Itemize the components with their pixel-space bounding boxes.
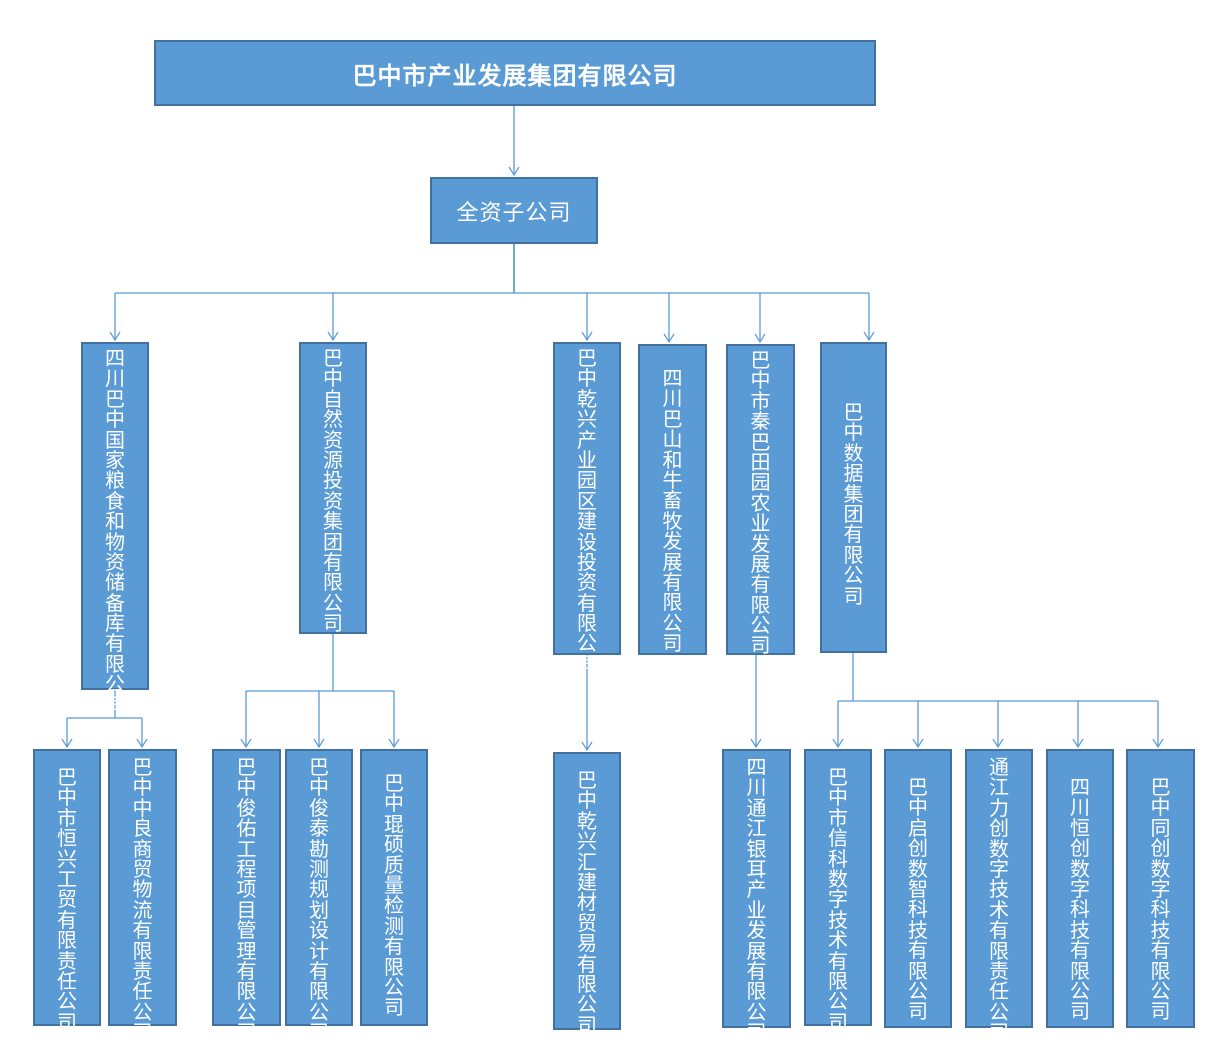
subsidiary-node: 四川巴中国家粮食和物资储备库有限公司 <box>81 342 149 715</box>
grandchild-node: 巴中琨硕质量检测有限公司 <box>360 749 428 1026</box>
root-label: 巴中市产业发展集团有限公司 <box>352 61 678 90</box>
connector-res-stem <box>246 634 394 692</box>
grandchild-node: 四川恒创数字科技有限公司 <box>1046 749 1114 1028</box>
level1-label: 全资子公司 <box>456 200 572 226</box>
grandchild-label: 巴中市信科数字技术有限公司 <box>828 765 848 1034</box>
subsidiary-label: 巴中自然资源投资集团有限公司 <box>323 346 343 636</box>
grandchild-node: 巴中中良商贸物流有限责任公司 <box>108 749 177 1042</box>
subsidiary-node: 巴中市秦巴田园农业发展有限公司 <box>726 344 795 658</box>
subsidiary-label: 巴中数据集团有限公司 <box>843 400 864 608</box>
grandchild-label: 四川通江银耳产业发展有限公司 <box>746 755 767 1045</box>
grandchild-label: 巴中俊佑工程项目管理有限公司 <box>236 755 257 1045</box>
grandchild-node: 通江力创数字技术有限责任公司 <box>965 749 1033 1042</box>
grandchild-node: 巴中俊佑工程项目管理有限公司 <box>212 749 281 1042</box>
subsidiary-node: 巴中乾兴产业园区建设投资有限公司 <box>553 342 621 674</box>
grandchild-label: 巴中同创数字科技有限公司 <box>1150 775 1171 1024</box>
connector-grain-stem <box>67 690 142 719</box>
root-node: 巴中市产业发展集团有限公司 <box>154 40 876 106</box>
grandchild-label: 巴中俊泰勘测规划设计有限公司 <box>309 755 329 1045</box>
subsidiary-node: 巴中自然资源投资集团有限公司 <box>299 342 367 634</box>
subsidiary-label: 四川巴山和牛畜牧发展有限公司 <box>662 366 683 656</box>
grandchild-label: 巴中启创数智科技有限公司 <box>908 775 928 1024</box>
subsidiary-node: 四川巴山和牛畜牧发展有限公司 <box>638 344 707 655</box>
subsidiary-label: 四川巴中国家粮食和物资储备库有限公司 <box>105 346 125 717</box>
grandchild-node: 巴中俊泰勘测规划设计有限公司 <box>285 749 353 1042</box>
subsidiary-node: 巴中数据集团有限公司 <box>820 342 887 653</box>
grandchild-label: 巴中中良商贸物流有限责任公司 <box>132 755 153 1045</box>
subsidiary-label: 巴中乾兴产业园区建设投资有限公司 <box>577 346 597 676</box>
grandchild-label: 巴中乾兴汇建材贸易有限公司 <box>577 768 597 1037</box>
grandchild-node: 四川通江银耳产业发展有限公司 <box>722 749 791 1042</box>
grandchild-label: 通江力创数字技术有限责任公司 <box>989 755 1009 1045</box>
level1-node: 全资子公司 <box>430 177 598 244</box>
grandchild-node: 巴中乾兴汇建材贸易有限公司 <box>553 752 621 1035</box>
grandchild-label: 巴中市恒兴工贸有限责任公司 <box>57 765 77 1034</box>
connector-data-stem <box>838 653 1158 702</box>
grandchild-label: 四川恒创数字科技有限公司 <box>1070 775 1090 1024</box>
grandchild-label: 巴中琨硕质量检测有限公司 <box>384 771 404 1020</box>
subsidiary-label: 巴中市秦巴田园农业发展有限公司 <box>750 348 771 658</box>
grandchild-node: 巴中启创数智科技有限公司 <box>884 749 952 1028</box>
grandchild-node: 巴中同创数字科技有限公司 <box>1126 749 1195 1028</box>
grandchild-node: 巴中市恒兴工贸有限责任公司 <box>33 749 101 1032</box>
grandchild-node: 巴中市信科数字技术有限公司 <box>804 749 872 1032</box>
